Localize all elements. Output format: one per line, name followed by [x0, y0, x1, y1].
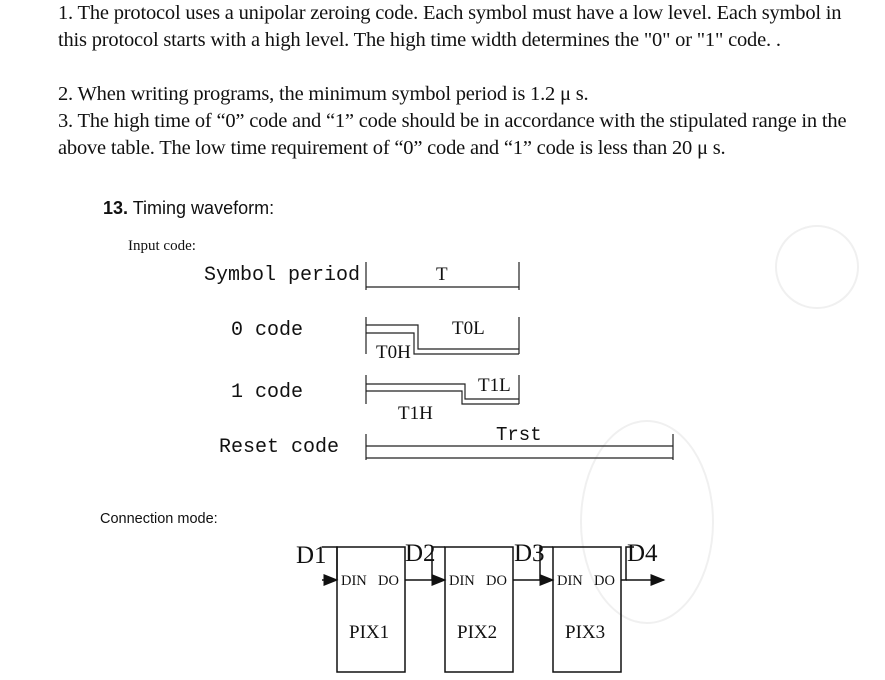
note-2: 2. When writing programs, the minimum sy… — [58, 83, 589, 105]
row-label-one-code: 1 code — [231, 381, 304, 404]
section-number: 13. — [103, 198, 129, 218]
row-label-reset-code: Reset code — [219, 436, 340, 459]
chip-pix1-do: DO — [378, 573, 399, 589]
note-3: 3. The high time of “0” code and “1” cod… — [58, 110, 847, 159]
one-code-waveform — [365, 375, 520, 405]
reset-code-waveform — [365, 434, 674, 460]
input-code-label: Input code: — [128, 238, 196, 254]
node-d3: D3 — [514, 540, 545, 567]
label-t0l: T0L — [452, 318, 485, 339]
chip-pix1-din: DIN — [341, 573, 367, 589]
chip-pix2-do: DO — [486, 573, 507, 589]
node-d2: D2 — [405, 540, 436, 567]
row-label-zero-code: 0 code — [231, 319, 304, 342]
label-t: T — [436, 264, 448, 285]
chip-pix3-do: DO — [594, 573, 615, 589]
label-t1l: T1L — [478, 375, 511, 396]
chip-pix1: DIN DO PIX1 — [336, 546, 406, 673]
node-d1: D1 — [296, 542, 327, 569]
node-d4: D4 — [627, 540, 658, 567]
chip-pix3-name: PIX3 — [565, 622, 605, 643]
connection-mode-label: Connection mode: — [100, 511, 218, 527]
chip-pix1-name: PIX1 — [349, 622, 389, 643]
section-title: Timing waveform: — [132, 198, 275, 218]
row-label-symbol-period: Symbol period — [204, 264, 361, 287]
chip-pix2-name: PIX2 — [457, 622, 497, 643]
label-t0h: T0H — [376, 342, 411, 363]
note-1: 1. The protocol uses a unipolar zeroing … — [58, 2, 842, 51]
label-t1h: T1H — [398, 403, 433, 424]
chip-pix2: DIN DO PIX2 — [444, 546, 514, 673]
symbol-period-waveform — [365, 262, 520, 290]
watermark-ring — [775, 225, 859, 309]
chip-pix3: DIN DO PIX3 — [552, 546, 622, 673]
zero-code-waveform — [365, 317, 520, 355]
section-heading: 13. Timing waveform: — [103, 198, 274, 219]
chip-pix3-din: DIN — [557, 573, 583, 589]
chip-pix2-din: DIN — [449, 573, 475, 589]
label-trst: Trst — [496, 424, 542, 446]
watermark-ring — [580, 420, 714, 624]
